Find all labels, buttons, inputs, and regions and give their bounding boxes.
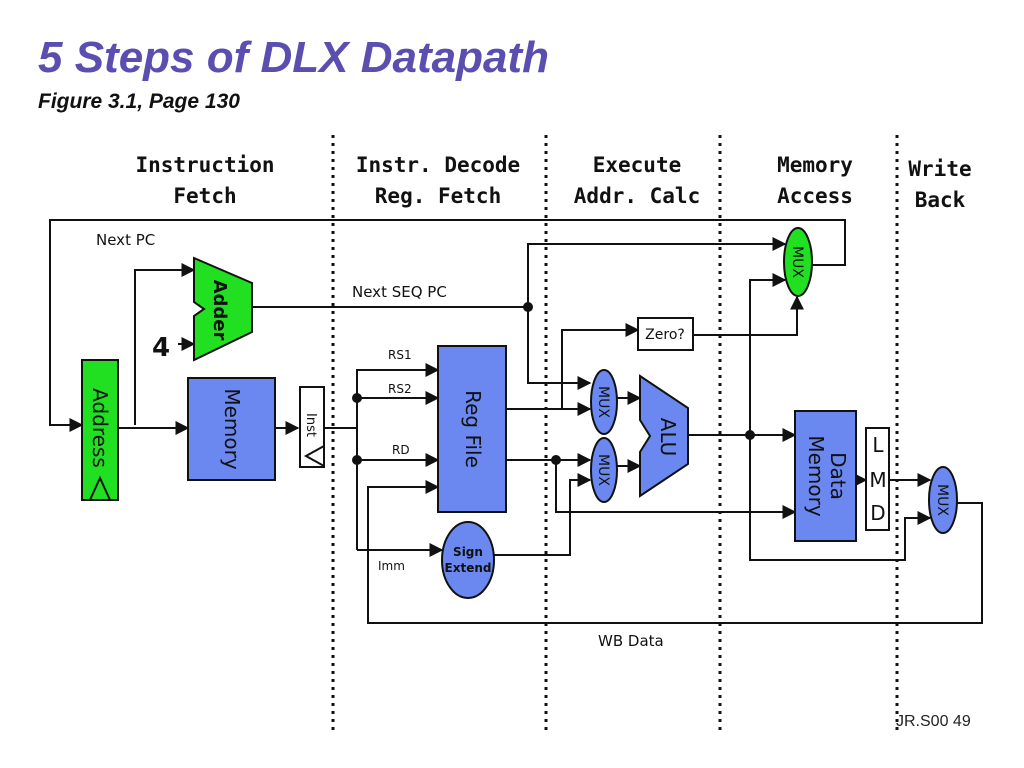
wire-next-seq-pc — [252, 306, 592, 390]
wire-imm-to-mux — [494, 473, 592, 556]
junction-dot — [745, 430, 755, 440]
mux-label: MUX — [595, 454, 611, 486]
rd-label: RD — [392, 443, 410, 457]
lmd-m: M — [869, 468, 886, 492]
stage-4-line1: Memory — [777, 153, 853, 177]
wire-seq-to-pc-mux — [527, 237, 787, 307]
rs1-label: RS1 — [388, 348, 412, 362]
wire-rs2-to-dmem — [555, 460, 797, 519]
instruction-register: Inst — [299, 386, 325, 468]
wire-alu-to-wb-mux — [749, 435, 932, 561]
inst-label: Inst — [303, 413, 318, 437]
junction-dot — [352, 455, 362, 465]
wire-pc-to-adder — [134, 263, 196, 425]
wire-alu-to-pc-mux — [749, 273, 787, 435]
lmd-register: L M D — [865, 427, 890, 531]
sign-extend-label-1: Sign — [453, 545, 483, 559]
mux-label: MUX — [934, 484, 950, 516]
stage-2-line2: Reg. Fetch — [375, 184, 501, 208]
stage-4-line2: Access — [777, 184, 853, 208]
junction-dot — [352, 393, 362, 403]
stage-1-line1: Instruction — [135, 153, 274, 177]
wire-rs1 — [356, 363, 440, 398]
rs2-label: RS2 — [388, 382, 412, 396]
memory-label: Memory — [220, 388, 244, 470]
alu-label: ALU — [656, 418, 680, 456]
junction-dot — [523, 302, 533, 312]
address-label: Address — [88, 388, 112, 468]
stage-3-line2: Addr. Calc — [574, 184, 700, 208]
junction-dot — [551, 455, 561, 465]
stage-1-line2: Fetch — [173, 184, 236, 208]
data-memory-label-1: Data — [826, 452, 850, 500]
instruction-memory: Memory — [187, 377, 276, 481]
stage-2-line1: Instr. Decode — [356, 153, 520, 177]
address-block: Address — [81, 359, 119, 501]
alu-mux-a: MUX — [590, 369, 618, 435]
lmd-l: L — [872, 433, 884, 457]
lmd-d: D — [870, 501, 885, 525]
stage-headers: Instruction Fetch Instr. Decode Reg. Fet… — [135, 153, 971, 212]
mux-label: MUX — [789, 246, 805, 278]
register-file: Reg File — [437, 345, 507, 513]
sign-extend: Sign Extend — [441, 521, 495, 599]
sign-extend-label-2: Extend — [445, 561, 492, 575]
wire-next-pc — [49, 219, 846, 432]
wb-data-label: WB Data — [598, 632, 664, 650]
adder-block: Adder — [193, 256, 253, 362]
imm-label: Imm — [378, 559, 405, 573]
zero-label: Zero? — [645, 327, 685, 343]
adder-label: Adder — [209, 280, 230, 341]
wire-zero — [693, 295, 804, 336]
zero-check: Zero? — [637, 317, 694, 351]
alu-mux-b: MUX — [590, 437, 618, 503]
data-memory-label-2: Memory — [804, 435, 828, 517]
junctions — [352, 302, 755, 465]
next-pc-label: Next PC — [96, 231, 155, 249]
pc-mux: MUX — [783, 227, 813, 297]
slide-footer: JR.S00 49 — [896, 713, 971, 730]
data-memory: Data Memory — [794, 410, 857, 542]
reg-file-label: Reg File — [461, 390, 485, 468]
next-seq-pc-label: Next SEQ PC — [352, 283, 447, 301]
stage-5-line2: Back — [915, 188, 966, 212]
wire-rs1-out — [506, 323, 640, 410]
constant-four-label: 4 — [152, 333, 170, 363]
slide-title: 5 Steps of DLX Datapath — [38, 33, 549, 82]
mux-label: MUX — [595, 386, 611, 418]
wire-wb-data — [367, 480, 983, 624]
stage-3-line1: Execute — [593, 153, 682, 177]
wb-mux: MUX — [928, 466, 958, 534]
alu: ALU — [639, 374, 689, 498]
stage-5-line1: Write — [908, 157, 971, 181]
slide-subtitle: Figure 3.1, Page 130 — [38, 90, 240, 113]
wires — [49, 219, 983, 624]
